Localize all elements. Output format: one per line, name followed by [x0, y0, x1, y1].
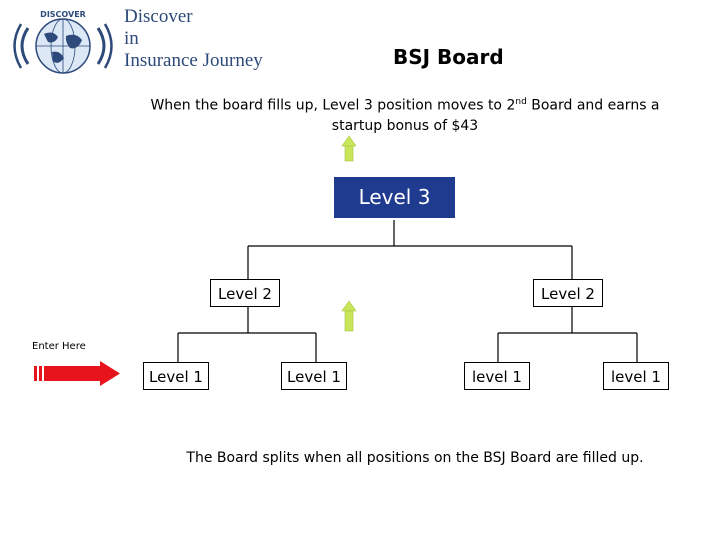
level-2-right-node: Level 2 [533, 279, 603, 307]
level-2-left-node: Level 2 [210, 279, 280, 307]
enter-here-label: Enter Here [32, 341, 86, 352]
logo-line-1: Discover [124, 6, 193, 27]
level-1-node-d: level 1 [603, 362, 669, 390]
logo-line-3: Insurance Journey [124, 50, 263, 71]
level-1-node-b: Level 1 [281, 362, 347, 390]
logo-wordmark: Discover in Insurance Journey [124, 6, 263, 72]
up-arrow-icon-top [341, 135, 357, 162]
level-3-node: Level 3 [334, 177, 455, 218]
board-description: When the board fills up, Level 3 positio… [150, 92, 660, 136]
description-part-2: Board and earns a startup bonus of $43 [331, 97, 660, 134]
description-sup: nd [515, 97, 527, 107]
up-arrow-icon-middle [341, 300, 357, 332]
logo-badge-text: DISCOVER [40, 10, 86, 19]
description-part-1: When the board fills up, Level 3 positio… [150, 97, 516, 114]
footer-note: The Board splits when all positions on t… [186, 450, 644, 466]
board-title: BSJ Board [393, 45, 504, 69]
logo-line-2: in [124, 28, 139, 49]
level-1-node-c: level 1 [464, 362, 530, 390]
enter-arrow-icon [34, 361, 120, 386]
discover-logo: DISCOVER [13, 10, 113, 74]
level-1-node-a: Level 1 [143, 362, 209, 390]
